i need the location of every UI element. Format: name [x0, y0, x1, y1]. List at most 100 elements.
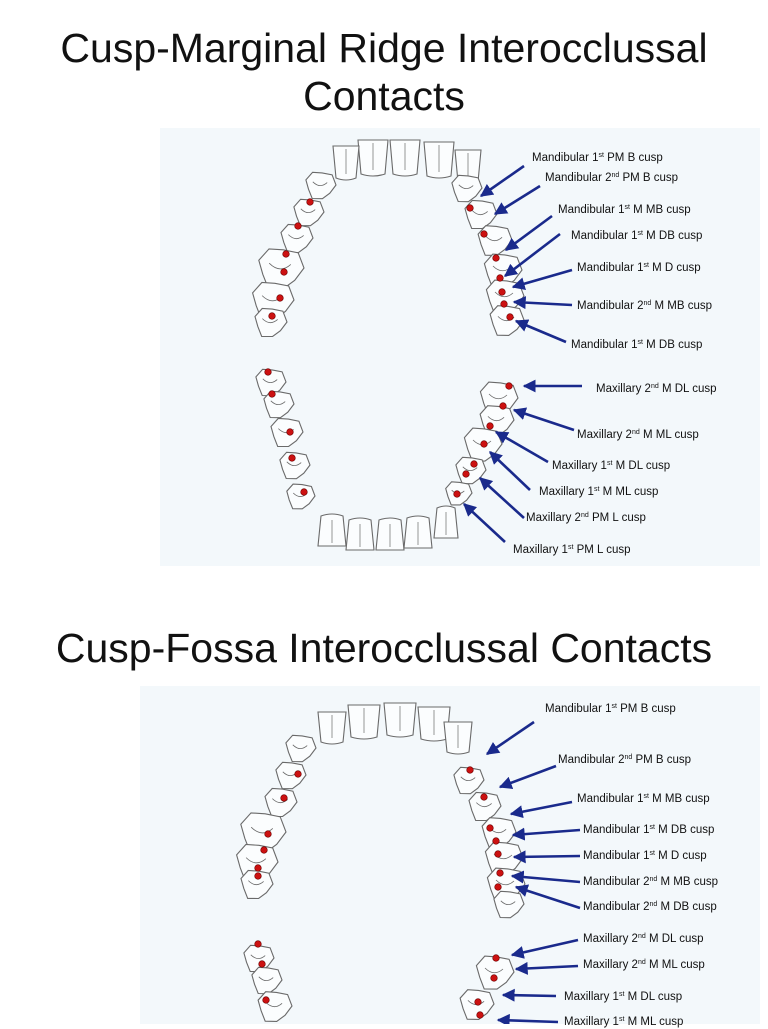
label-text: M DB cusp: [642, 230, 703, 242]
maxillary-tooth-groove: [484, 967, 504, 974]
label-maxillary-2-0: Maxillary 2nd M DL cusp: [583, 932, 704, 946]
contact-point: [466, 766, 474, 774]
contact-point: [453, 490, 461, 498]
contact-point: [466, 204, 474, 212]
label-maxillary-2-2: Maxillary 1st M DL cusp: [564, 990, 682, 1004]
contact-point: [476, 1011, 484, 1019]
label-ordinal: nd: [643, 300, 652, 307]
label-maxillary-1-0: Maxillary 2nd M DL cusp: [596, 382, 717, 396]
label-mandibular-2-3: Mandibular 1st M DB cusp: [583, 823, 714, 837]
label-text: PM B cusp: [632, 754, 692, 766]
label-ordinal: st: [643, 793, 649, 800]
label-text: Mandibular 1: [583, 824, 650, 836]
maxillary-tooth-groove: [265, 1002, 283, 1008]
label-text: M DL cusp: [658, 383, 717, 395]
label-text: Mandibular 2: [583, 876, 650, 888]
label-text: M DL cusp: [645, 933, 704, 945]
label-text: Mandibular 2: [545, 172, 612, 184]
label-ordinal: nd: [637, 959, 646, 966]
contact-point: [496, 869, 504, 877]
label-text: Mandibular 1: [571, 230, 638, 242]
label-maxillary-1-2: Maxillary 1st M DL cusp: [552, 459, 670, 473]
arrow: [494, 430, 549, 464]
arrow: [511, 268, 573, 291]
contact-point: [486, 824, 494, 832]
arrow: [510, 938, 579, 959]
arrow: [512, 850, 581, 864]
title-line-1: Cusp-Marginal Ridge Interocclussal: [60, 25, 708, 71]
arrow: [479, 164, 525, 198]
label-ordinal: nd: [631, 429, 640, 436]
arrow: [512, 407, 575, 432]
label-ordinal: st: [649, 824, 655, 831]
arrow: [501, 988, 557, 1002]
label-maxillary-1-1: Maxillary 2nd M ML cusp: [577, 428, 699, 442]
mandibular-tooth-groove: [458, 184, 474, 189]
label-ordinal: nd: [649, 901, 658, 908]
contact-point: [262, 996, 270, 1004]
label-text: M MB cusp: [648, 793, 710, 805]
label-text: PM B cusp: [616, 703, 676, 715]
label-mandibular-1-0: Mandibular 1st PM B cusp: [532, 151, 663, 165]
contact-point: [280, 794, 288, 802]
contact-point: [264, 830, 272, 838]
arrow: [479, 477, 525, 519]
contact-point: [260, 846, 268, 854]
arrow: [511, 827, 581, 841]
contact-point: [506, 313, 514, 321]
label-ordinal: nd: [637, 933, 646, 940]
mandibular-tooth-groove: [245, 857, 267, 864]
contact-point: [294, 222, 302, 230]
contact-point: [280, 268, 288, 276]
label-text: Maxillary 1: [552, 460, 607, 472]
label-ordinal: nd: [650, 383, 659, 390]
contact-point: [258, 960, 266, 968]
maxillary-tooth-groove: [462, 466, 478, 471]
contact-point: [486, 422, 494, 430]
contact-point: [268, 312, 276, 320]
mandibular-tooth-groove: [500, 900, 516, 905]
contact-point: [494, 850, 502, 858]
label-maxillary-1-3: Maxillary 1st M ML cusp: [539, 485, 658, 499]
label-text: M DB cusp: [657, 901, 717, 913]
contact-point: [480, 230, 488, 238]
contact-point: [294, 770, 302, 778]
label-ordinal: st: [618, 1016, 625, 1023]
mandibular-tooth-groove: [472, 210, 488, 216]
label-text: M ML cusp: [639, 429, 699, 441]
label-mandibular-2-2: Mandibular 1st M MB cusp: [577, 792, 710, 806]
mandibular-tooth-groove: [300, 208, 316, 213]
label-maxillary-2-1: Maxillary 2nd M ML cusp: [583, 958, 705, 972]
label-ordinal: st: [637, 230, 643, 237]
label-maxillary-1-5: Maxillary 1st PM L cusp: [513, 543, 631, 557]
label-ordinal: nd: [580, 512, 589, 519]
label-text: Mandibular 2: [583, 901, 650, 913]
contact-point: [492, 837, 500, 845]
label-ordinal: st: [606, 460, 613, 467]
contact-point: [500, 300, 508, 308]
label-ordinal: st: [643, 262, 649, 269]
label-text: Mandibular 1: [545, 703, 612, 715]
contact-point: [282, 250, 290, 258]
label-text: Mandibular 1: [571, 339, 638, 351]
label-mandibular-2-5: Mandibular 2nd M MB cusp: [583, 875, 718, 889]
label-text: M MB cusp: [651, 300, 712, 312]
maxillary-tooth-groove: [262, 378, 278, 383]
arrow: [496, 1013, 559, 1024]
contact-point: [490, 974, 498, 982]
contact-point: [498, 288, 506, 296]
label-text: Mandibular 1: [532, 152, 599, 164]
maxillary-tooth-groove: [250, 954, 266, 959]
label-ordinal: st: [649, 850, 655, 857]
arrow: [509, 800, 573, 819]
label-text: Mandibular 1: [558, 204, 625, 216]
arrow: [512, 296, 573, 310]
mandibular-tooth-groove: [460, 776, 476, 781]
contact-point: [492, 954, 500, 962]
label-ordinal: nd: [611, 172, 620, 179]
label-text: M D cusp: [654, 850, 707, 862]
label-text: M ML cusp: [624, 1016, 684, 1028]
mandibular-tooth-groove: [476, 802, 492, 808]
label-mandibular-1-2: Mandibular 1st M MB cusp: [558, 203, 691, 217]
